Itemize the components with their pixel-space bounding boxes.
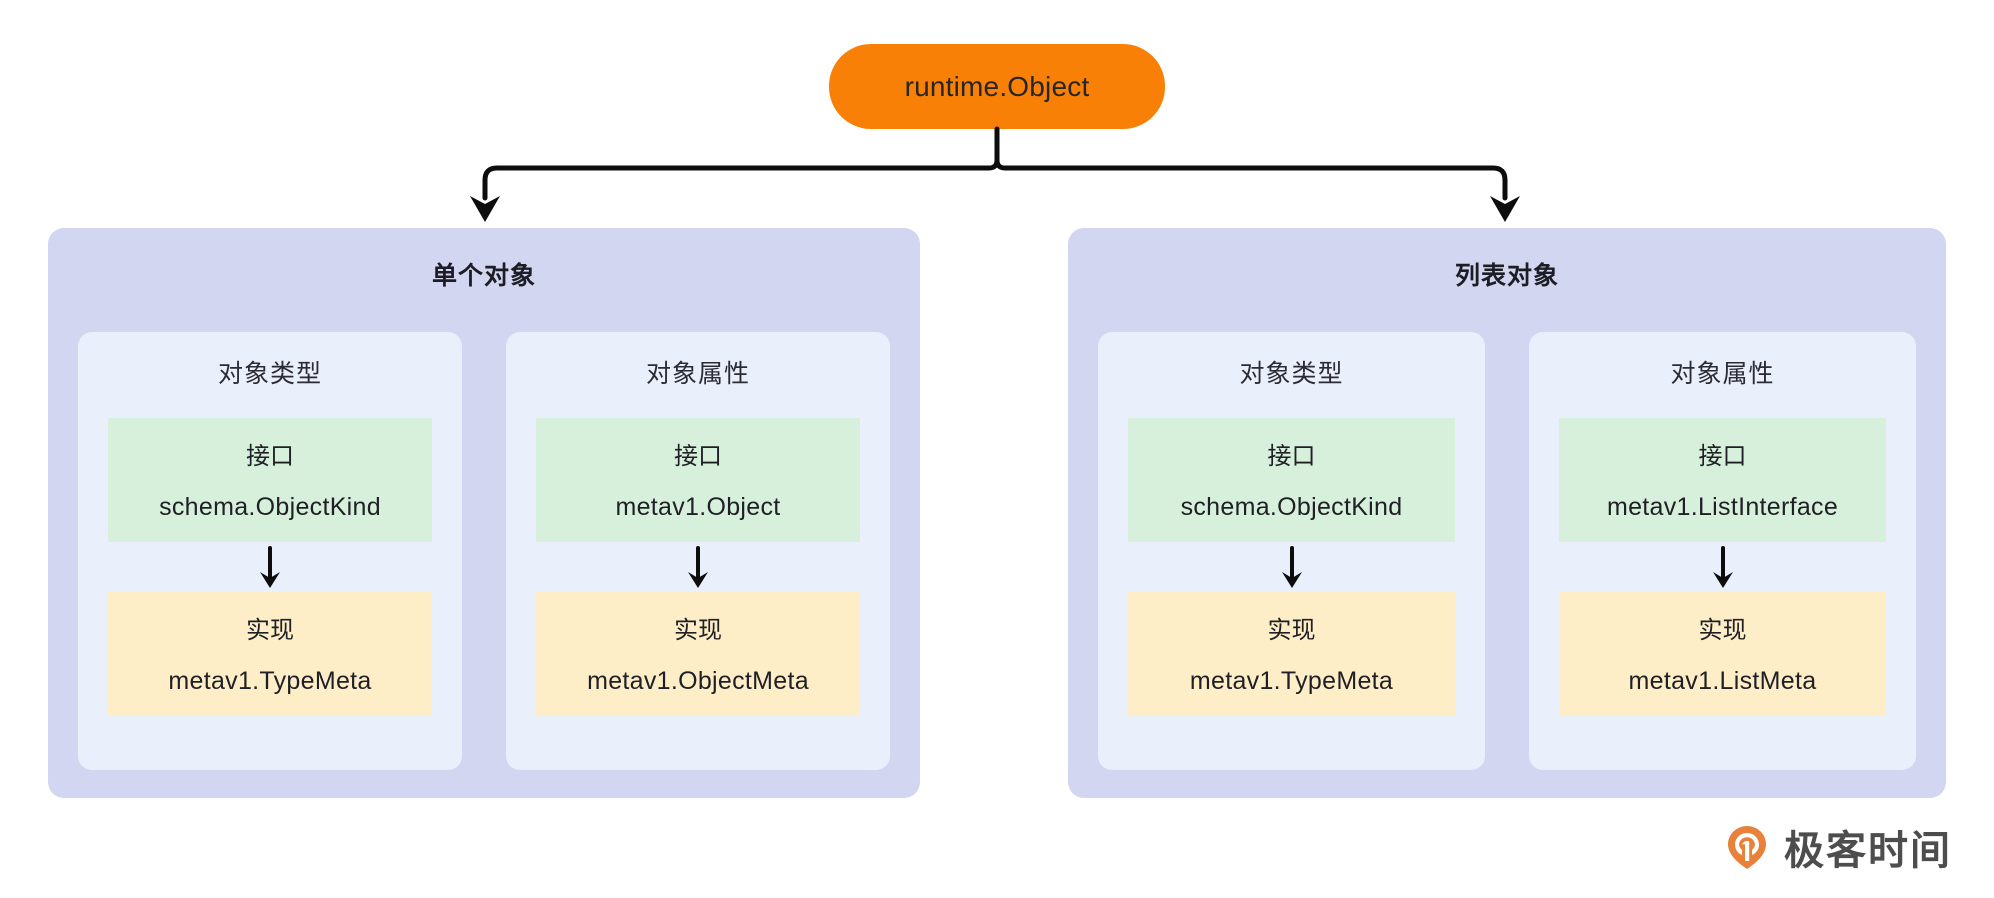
implementation-kind-label: 实现 [1267,617,1316,644]
card-title: 对象属性 [645,360,750,388]
arrowhead-left [470,196,500,222]
brand-name: 极客时间 [1784,828,1952,874]
group-card-list: 对象类型 接口 schema.ObjectKind 实现 metav1.Type… [78,332,890,770]
group-panel-single-object: 单个对象 对象类型 接口 schema.ObjectKind 实现 metav1… [48,228,920,798]
group-panel-list-object: 列表对象 对象类型 接口 schema.ObjectKind 实现 metav1… [1068,228,1946,798]
interface-kind-label: 接口 [246,443,294,470]
brand-logo: 极客时间 [1724,818,1952,876]
implementation-box: 实现 metav1.ListMeta [1559,592,1886,716]
card-title: 对象类型 [1239,360,1344,388]
arrow-down-icon [1712,546,1733,588]
implementation-name: metav1.ObjectMeta [587,667,809,695]
interface-box: 接口 metav1.Object [536,418,860,542]
root-node-label: runtime.Object [904,70,1090,102]
arrow-down-icon [260,546,280,588]
implementation-box: 实现 metav1.ObjectMeta [536,592,860,716]
card-object-type: 对象类型 接口 schema.ObjectKind 实现 metav1.Type… [1098,332,1485,770]
implementation-kind-label: 实现 [674,617,722,644]
interface-name: schema.ObjectKind [159,493,381,521]
interface-kind-label: 接口 [1698,443,1747,470]
interface-kind-label: 接口 [1267,443,1316,470]
implementation-kind-label: 实现 [246,617,294,644]
group-title: 单个对象 [431,262,536,290]
interface-name: metav1.ListInterface [1606,493,1839,521]
implementation-name: metav1.TypeMeta [168,667,372,695]
card-object-attributes: 对象属性 接口 metav1.Object 实现 metav1.ObjectMe… [506,332,890,770]
interface-name: metav1.Object [615,493,781,521]
arrow-down-icon [1281,546,1302,588]
card-title: 对象类型 [217,360,322,388]
root-node-runtime-object[interactable]: runtime.Object [829,44,1165,129]
interface-name: schema.ObjectKind [1180,493,1403,521]
geektime-pin-icon [1728,826,1766,869]
implementation-kind-label: 实现 [1698,617,1747,644]
card-title: 对象属性 [1670,360,1775,388]
interface-kind-label: 接口 [674,443,722,470]
interface-box: 接口 metav1.ListInterface [1559,418,1886,542]
implementation-box: 实现 metav1.TypeMeta [1128,592,1455,716]
implementation-box: 实现 metav1.TypeMeta [108,592,432,716]
tree-connector [470,126,1520,222]
implementation-name: metav1.ListMeta [1628,667,1817,695]
card-object-type: 对象类型 接口 schema.ObjectKind 实现 metav1.Type… [78,332,462,770]
interface-box: 接口 schema.ObjectKind [1128,418,1455,542]
arrow-down-icon [688,546,708,588]
implementation-name: metav1.TypeMeta [1189,667,1394,695]
card-object-attributes: 对象属性 接口 metav1.ListInterface 实现 metav1.L… [1529,332,1916,770]
arrowhead-right [1490,196,1520,222]
group-card-list: 对象类型 接口 schema.ObjectKind 实现 metav1.Type… [1098,332,1916,770]
group-title: 列表对象 [1454,262,1559,290]
interface-box: 接口 schema.ObjectKind [108,418,432,542]
